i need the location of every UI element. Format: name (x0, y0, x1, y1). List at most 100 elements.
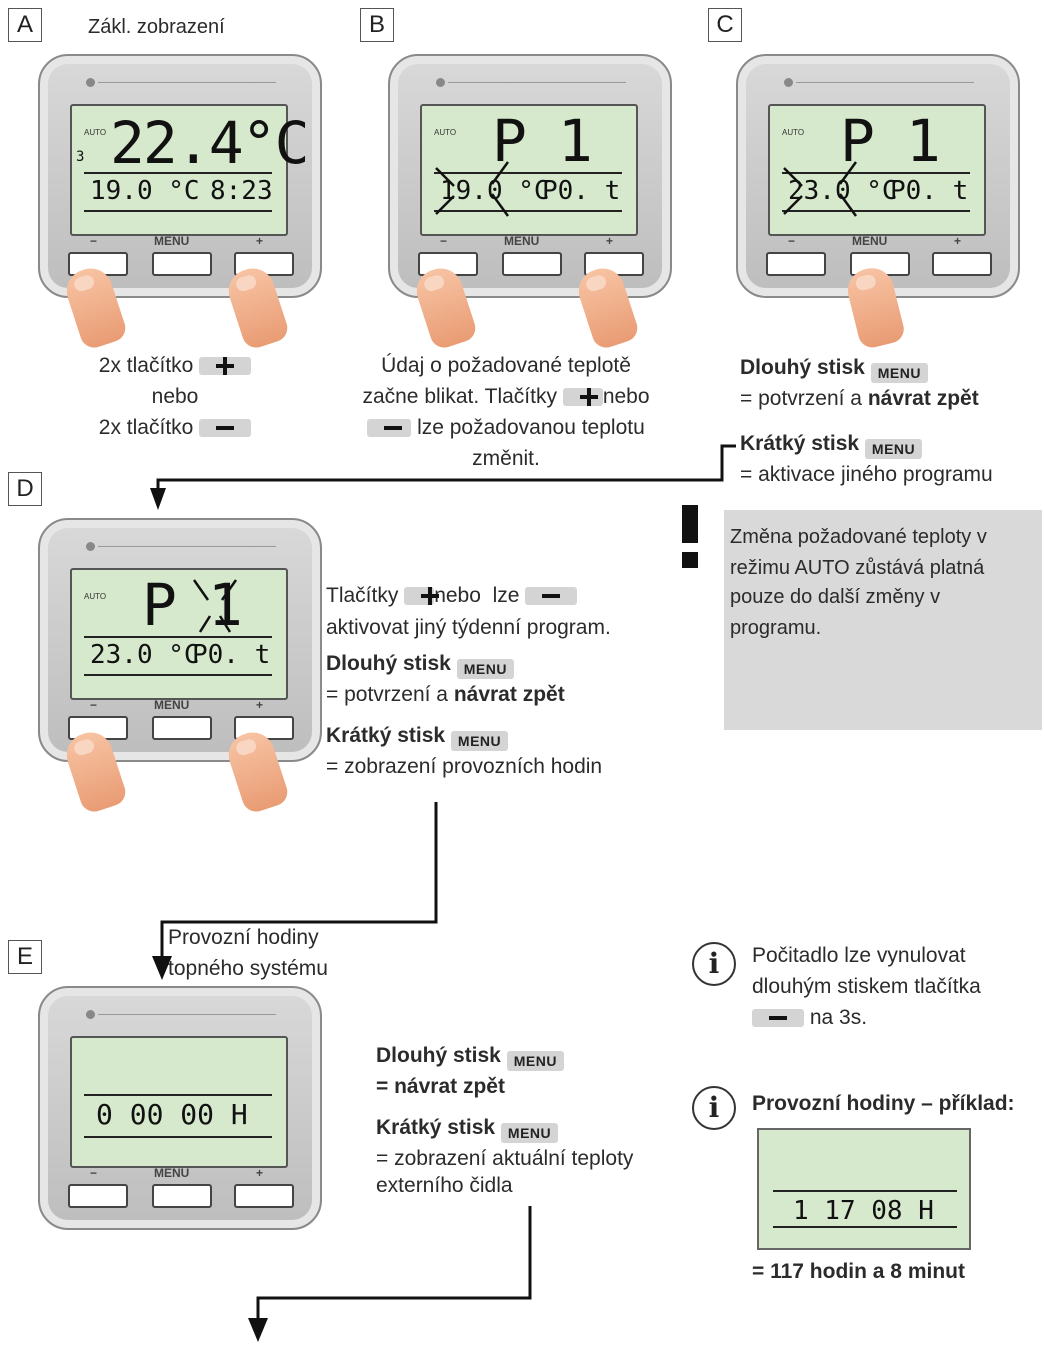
minus-button[interactable] (766, 252, 826, 276)
step-d-long-press: Dlouhý stisk MENU (326, 648, 514, 679)
lcd-display-e: 0 00 00 H (70, 1036, 288, 1168)
menu-chip: MENU (870, 363, 928, 383)
info-icon: i (692, 942, 736, 986)
menu-label: MENU (154, 1166, 190, 1180)
step-e-heading-1: Provozní hodiny (168, 926, 319, 949)
display-divider (84, 1136, 272, 1138)
note-line: režimu AUTO zůstává platná (730, 557, 985, 579)
step-d-line2: aktivovat jiný týdenní program. (326, 616, 611, 639)
thermostat-d: AUTO P 1 23.0 °C P0. t − MENU + (38, 518, 322, 762)
device-line (448, 82, 626, 83)
short-press-label: Krátký stisk (326, 724, 446, 747)
plus-button[interactable] (932, 252, 992, 276)
display-set-temp: 19.0 °C (90, 176, 200, 206)
step-e-short-press: Krátký stisk MENU (376, 1112, 559, 1143)
step-a-caption: 2x tlačítko nebo 2x tlačítko (80, 350, 270, 443)
device-line (98, 82, 276, 83)
thermostat-b: AUTO P 1 19.0 °C P0. t − MENU + (388, 54, 672, 298)
step-label-a: A (8, 8, 42, 42)
menu-label: MENU (154, 234, 190, 248)
result-bold: návrat zpět (453, 683, 565, 706)
step-c-short-press: Krátký stisk MENU (740, 428, 923, 459)
note-line: pouze do další změny v (730, 586, 941, 608)
caption-line: změnit. (472, 447, 540, 470)
lcd-sample-display: 1 17 08 H (757, 1128, 971, 1250)
step-c-short-result: = aktivace jiného programu (740, 463, 993, 486)
plus-label: + (256, 234, 264, 248)
plus-label: + (606, 234, 614, 248)
display-divider (84, 1094, 272, 1096)
auto-indicator: AUTO (84, 592, 107, 601)
note-line: programu. (730, 617, 822, 639)
plus-label: + (954, 234, 962, 248)
short-press-label: Krátký stisk (376, 1116, 496, 1139)
caption-line: Tlačítky (326, 584, 399, 607)
device-line (98, 546, 276, 547)
minus-label: − (440, 234, 448, 248)
display-divider (782, 172, 970, 174)
display-side: 3 (76, 149, 85, 165)
minus-icon (199, 419, 252, 437)
auto-indicator: AUTO (434, 128, 457, 137)
flow-arrow-d-e (152, 802, 438, 980)
thermostat-e: 0 00 00 H − MENU + (38, 986, 322, 1230)
display-divider (84, 674, 272, 676)
menu-chip: MENU (500, 1123, 559, 1143)
result-text: = potvrzení a (740, 387, 868, 410)
menu-label: MENU (504, 234, 540, 248)
step-d-long-result: = potvrzení a návrat zpět (326, 679, 565, 710)
step-label-d: D (8, 472, 42, 506)
lcd-display-b: AUTO P 1 19.0 °C P0. t (420, 104, 638, 236)
menu-label: MENU (852, 234, 888, 248)
menu-button[interactable] (152, 252, 212, 276)
display-set-temp: 23.0 °C (90, 640, 200, 670)
info2-title: Provozní hodiny – příklad: (752, 1092, 1015, 1115)
long-press-label: Dlouhý stisk (740, 356, 865, 379)
step-c-long-result: = potvrzení a návrat zpět (740, 383, 979, 414)
menu-button[interactable] (152, 716, 212, 740)
display-mode: P0. t (192, 640, 271, 670)
plus-button[interactable] (234, 1184, 294, 1208)
led-indicator (86, 1010, 95, 1019)
result-bold: návrat zpět (867, 387, 979, 410)
step-a-title: Zákl. zobrazení (88, 16, 225, 38)
minus-label: − (90, 234, 98, 248)
device-line (98, 1014, 276, 1015)
menu-button[interactable] (152, 1184, 212, 1208)
info1-line1: Počitadlo lze vynulovat (752, 944, 966, 967)
display-divider (84, 636, 272, 638)
auto-indicator: AUTO (782, 128, 805, 137)
blink-marks-icon (435, 161, 510, 217)
step-d-line1: Tlačítky nebo lze (326, 580, 578, 611)
display-hours: 0 00 00 H (96, 1098, 248, 1131)
long-press-label: Dlouhý stisk (376, 1044, 501, 1067)
caption-line: lze (492, 584, 520, 607)
info1-line2: dlouhým stiskem tlačítka (752, 975, 981, 998)
plus-label: + (256, 698, 264, 712)
menu-chip: MENU (506, 1051, 564, 1071)
step-label-c: C (708, 8, 742, 42)
menu-chip: MENU (456, 659, 514, 679)
minus-button[interactable] (68, 1184, 128, 1208)
caption-line: 2x tlačítko (98, 354, 194, 377)
info1-line3: na 3s. (752, 1002, 867, 1033)
step-label-e: E (8, 940, 42, 974)
minus-label: − (788, 234, 796, 248)
blink-marks-icon (783, 161, 858, 217)
display-mode: P0. t (542, 176, 621, 206)
minus-label: − (90, 1166, 98, 1180)
display-divider (84, 210, 272, 212)
flow-arrow-c-d (150, 444, 736, 510)
led-indicator (86, 542, 95, 551)
step-d-short-press: Krátký stisk MENU (326, 720, 509, 751)
exclamation-icon (682, 505, 698, 543)
display-temperature: 22.4°C (110, 109, 310, 177)
menu-button[interactable] (502, 252, 562, 276)
plus-icon (404, 587, 440, 605)
display-divider (434, 172, 622, 174)
thermostat-c: AUTO P 1 23.0 °C P0. t − MENU + (736, 54, 1020, 298)
menu-chip: MENU (450, 731, 509, 751)
lcd-display-d: AUTO P 1 23.0 °C P0. t (70, 568, 288, 700)
step-b-caption: Údaj o požadované teplotě začne blikat. … (336, 350, 676, 474)
note-line: Změna požadované teploty v (730, 526, 987, 548)
